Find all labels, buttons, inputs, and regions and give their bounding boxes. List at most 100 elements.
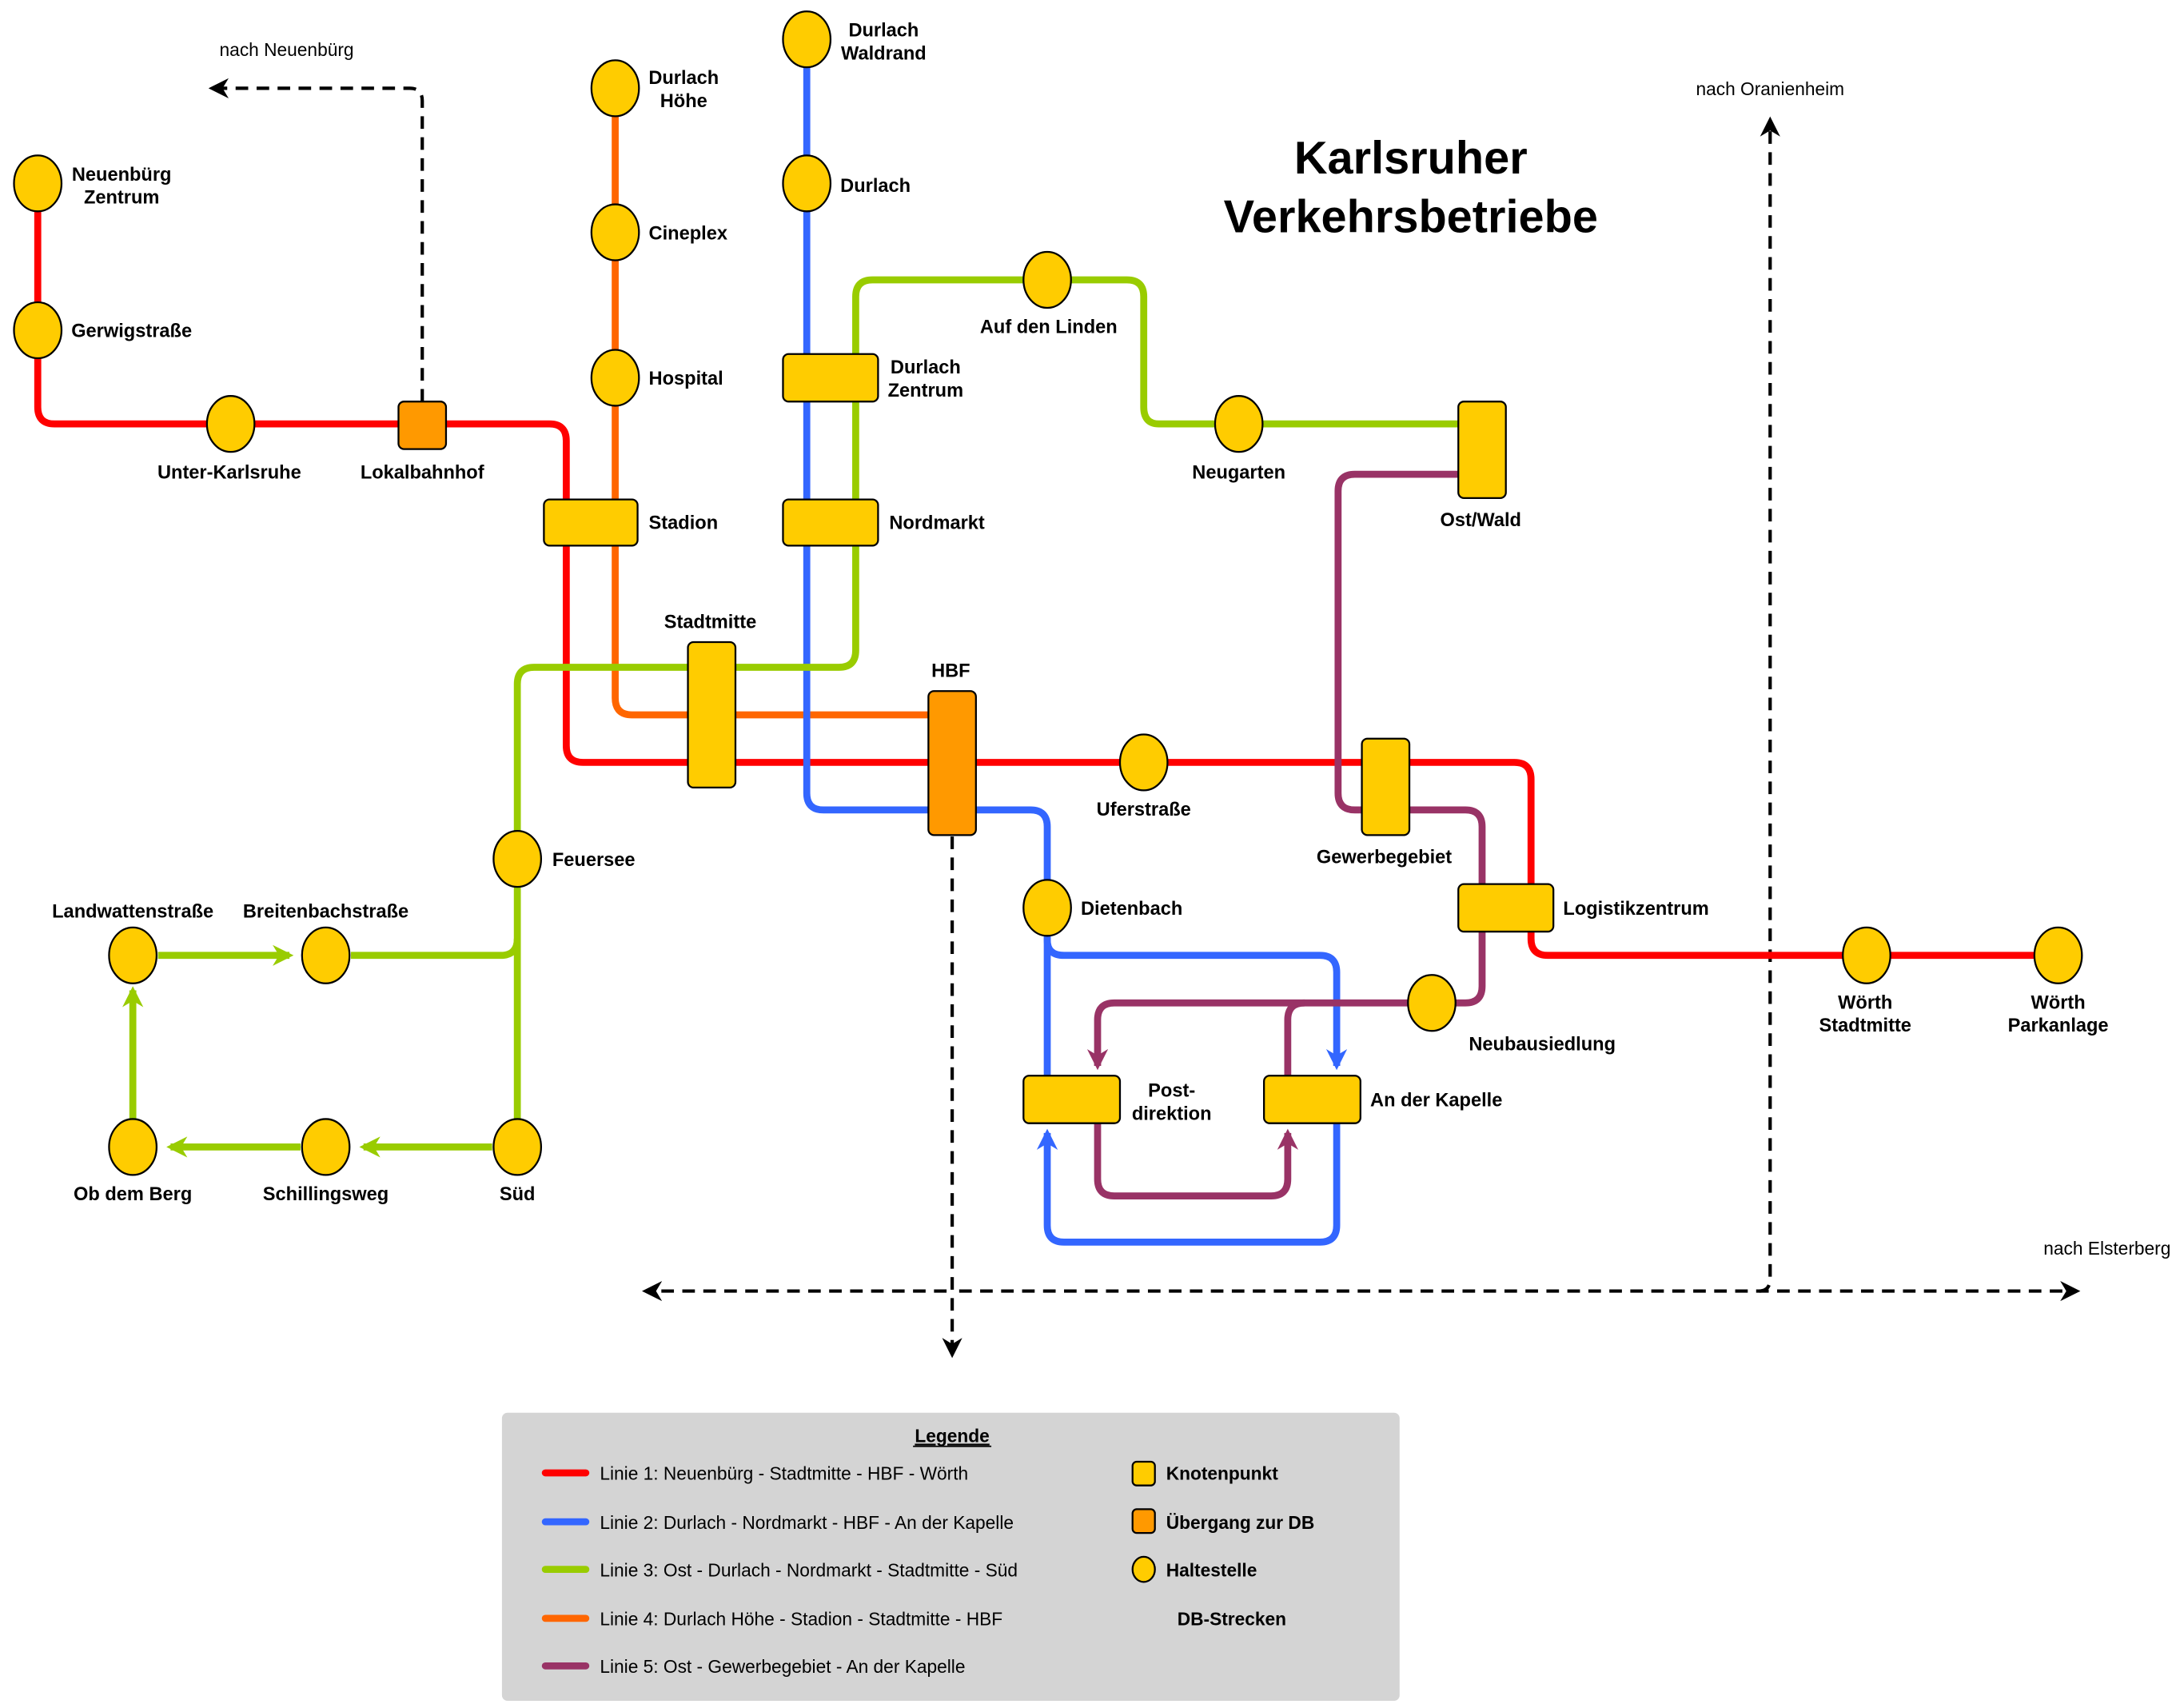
stop-hospital[interactable] [590,349,640,407]
label-landwattenstrasse: Landwattenstraße [52,902,213,923]
route-line-1 [34,183,2058,960]
junction-node-icon [1131,1460,1156,1487]
stop-breitenbachstrasse[interactable] [301,926,351,984]
stop-auf-den-linden[interactable] [1022,250,1072,309]
route-line-2-loop [1036,1123,1341,1246]
legend-item-db-strecken: DB-Strecken [1119,1609,1286,1630]
label-uferstrasse: Uferstraße [1097,800,1191,820]
label-nordmarkt: Nordmarkt [889,513,985,533]
node-lokalbahnhof[interactable] [397,401,448,450]
node-nordmarkt[interactable] [782,498,879,547]
route-line-5 [1086,470,1486,1071]
label-schillingsweg: Schillingsweg [263,1184,389,1205]
route-line-5-loop [1094,1123,1298,1200]
stop-neuenburg-zentrum[interactable] [13,154,63,213]
legend-item-line-1: Linie 1: Neuenbürg - Stadtmitte - HBF - … [541,1463,968,1484]
legend-uebergang-label: Übergang zur DB [1166,1512,1315,1533]
legend-item-line-4: Linie 4: Durlach Höhe - Stadion - Stadtm… [541,1609,1002,1630]
stop-neugarten[interactable] [1214,395,1264,453]
legend-line-5-label: Linie 5: Ost - Gewerbegebiet - An der Ka… [600,1656,965,1677]
stop-neubausiedlung[interactable] [1407,974,1457,1032]
node-durlach-zentrum[interactable] [782,353,879,403]
stop-durlach-hoehe[interactable] [590,59,640,118]
map-title: Karlsruher [1294,133,1528,184]
destination-oranienheim: nach Oranienheim [1696,78,1844,99]
label-breitenbachstrasse: Breitenbachstraße [243,902,409,923]
label-gerwigstrasse: Gerwigstraße [71,321,192,342]
db-transfer-icon [1131,1508,1156,1534]
label-hospital: Hospital [649,369,723,389]
stop-sued[interactable] [492,1118,543,1176]
label-postdirektion: Post-direktion [1132,1080,1212,1124]
stop-durlach-waldrand[interactable] [782,10,832,69]
label-ost-wald: Ost/Wald [1441,510,1521,531]
legend-item-uebergang-db: Übergang zur DB [1131,1508,1315,1534]
destination-neuenburg: nach Neuenbürg [220,39,354,60]
db-tracks [208,78,2081,1359]
label-gewerbegebiet: Gewerbegebiet [1317,847,1452,868]
label-durlach: Durlach [840,176,911,197]
stop-durlach[interactable] [782,154,832,213]
label-ob-dem-berg: Ob dem Berg [74,1184,192,1205]
destination-elsterberg: nach Elsterberg [2043,1238,2170,1259]
stop-schillingsweg[interactable] [301,1118,351,1176]
stop-cineplex[interactable] [590,203,640,261]
stop-woerth-stadtmitte[interactable] [1842,926,1891,984]
db-track-oranienheim [1759,116,1780,1293]
label-hbf: HBF [931,661,970,682]
legend: Legende Linie 1: Neuenbürg - Stadtmitte … [501,1412,1400,1702]
route-line-3 [507,276,1459,1142]
stop-circle-icon [1131,1555,1156,1583]
route-line-5-branch [1284,999,1305,1076]
stop-ob-dem-berg[interactable] [108,1118,158,1176]
node-postdirektion[interactable] [1022,1075,1122,1124]
node-an-der-kapelle[interactable] [1262,1075,1361,1124]
map-subtitle: Verkehrsbetriebe [1224,192,1598,243]
label-dietenbach: Dietenbach [1081,899,1182,920]
legend-line-2-label: Linie 2: Durlach - Nordmarkt - HBF - An … [600,1512,1014,1533]
db-track-neuenburg [208,78,424,402]
label-stadion: Stadion [649,513,719,533]
label-auf-den-linden: Auf den Linden [980,317,1118,337]
stop-uferstrasse[interactable] [1118,733,1169,792]
node-gewerbegebiet[interactable] [1361,737,1411,836]
stop-woerth-parkanlage[interactable] [2033,926,2083,984]
label-stadtmitte: Stadtmitte [664,613,756,633]
node-stadion[interactable] [543,498,639,547]
label-neugarten: Neugarten [1192,462,1285,483]
node-logistikzentrum[interactable] [1457,883,1555,933]
legend-item-haltestelle: Haltestelle [1131,1555,1257,1583]
stop-feuersee[interactable] [492,830,543,888]
stop-unter-karlsruhe[interactable] [205,395,256,453]
node-hbf[interactable] [927,690,977,836]
stop-gerwigstrasse[interactable] [13,301,63,360]
legend-line-3-label: Linie 3: Ost - Durlach - Nordmarkt - Sta… [600,1559,1018,1580]
legend-db-strecken-label: DB-Strecken [1178,1609,1286,1630]
stop-dietenbach[interactable] [1022,879,1072,937]
legend-item-line-5: Linie 5: Ost - Gewerbegebiet - An der Ka… [541,1656,966,1677]
stops [13,10,2083,1176]
label-an-der-kapelle: An der Kapelle [1370,1091,1502,1111]
label-lokalbahnhof: Lokalbahnhof [361,462,484,483]
legend-knotenpunkt-label: Knotenpunkt [1166,1463,1279,1484]
legend-line-4-label: Linie 4: Durlach Höhe - Stadion - Stadtm… [600,1609,1002,1630]
legend-panel [501,1412,1400,1702]
label-logistikzentrum: Logistikzentrum [1563,899,1708,920]
label-cineplex: Cineplex [649,223,727,244]
junctions [397,353,1555,1124]
node-ost-wald[interactable] [1457,401,1507,500]
label-sued: Süd [500,1184,536,1205]
label-feuersee: Feuersee [552,850,636,871]
node-stadtmitte[interactable] [687,640,737,789]
label-unter-karlsruhe: Unter-Karlsruhe [157,462,301,483]
legend-title: Legende [915,1425,989,1446]
stop-landwattenstrasse[interactable] [108,926,158,984]
legend-item-line-2: Linie 2: Durlach - Nordmarkt - HBF - An … [541,1512,1014,1533]
